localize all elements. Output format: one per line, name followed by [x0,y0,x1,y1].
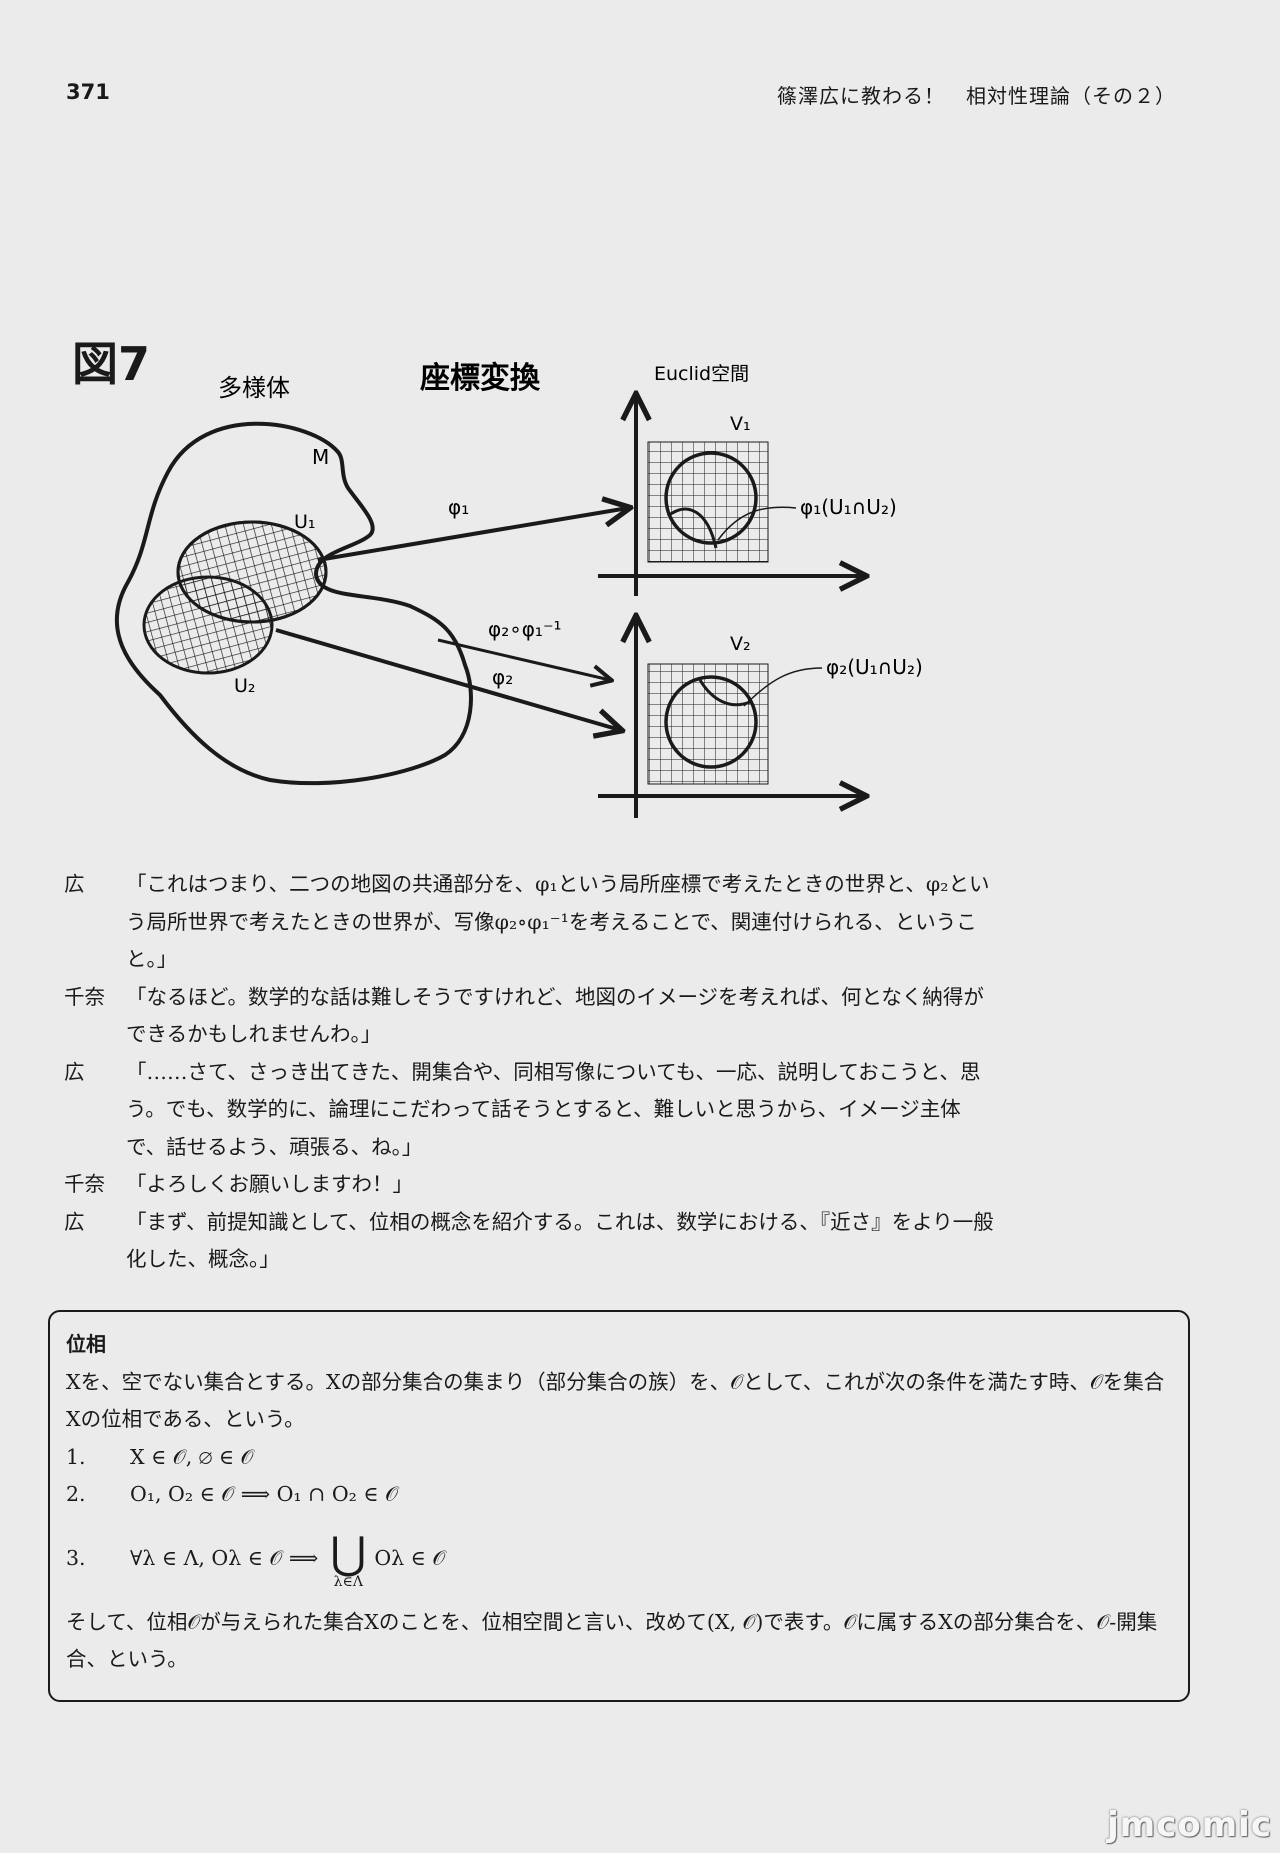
phi2-image-label: φ₂(U₁∩U₂) [826,655,923,679]
manifold-label: 多様体 [218,374,290,402]
union-operator: ⋃ λ∈Λ [330,1527,367,1590]
line-text: 「まず、前提知識として、位相の概念を紹介する。これは、数学における、『近さ』をよ… [126,1209,994,1272]
definition-box: 位相 Xを、空でない集合とする。Xの部分集合の集まり（部分集合の族）を、𝒪として… [48,1310,1190,1702]
dialogue-line: 広 「まず、前提知識として、位相の概念を紹介する。これは、数学における、『近さ』… [64,1204,999,1279]
figure-title: 座標変換 [420,361,541,396]
line-text: 「なるほど。数学的な話は難しそうですけれど、地図のイメージを考えれば、何となく納… [126,984,984,1047]
dialogue-line: 広 「これはつまり、二つの地図の共通部分を、φ₁という局所座標で考えたときの世界… [64,866,999,979]
dialogue-line: 千奈 「よろしくお願いしますわ！」 [64,1166,999,1204]
dialogue-line: 千奈 「なるほど。数学的な話は難しそうですけれど、地図のイメージを考えれば、何と… [64,979,999,1054]
phi1-arrow [317,508,628,562]
u1-label: U₁ [294,511,316,533]
u2-label: U₂ [234,675,256,697]
line-text: 「……さて、さっき出てきた、開集合や、同相写像についても、一応、説明しておこうと… [126,1059,981,1159]
definition-closing: そして、位相𝒪が与えられた集合Xのことを、位相空間と言い、改めて(X, 𝒪)で表… [66,1609,1158,1672]
phi2-label: φ₂ [492,665,513,689]
watermark: jmcomic [1107,1805,1272,1845]
definition-title: 位相 [66,1332,106,1356]
line-text: 「よろしくお願いしますわ！」 [126,1172,413,1196]
condition-formula: X ∈ 𝒪, ∅ ∈ 𝒪 [130,1444,254,1469]
v1-chart-image [664,451,758,545]
euclid-label: Euclid空間 [654,363,749,385]
speaker: 広 [64,1209,85,1234]
condition-formula-left: ∀λ ∈ Λ, Oλ ∈ 𝒪 ⟹ [130,1545,319,1570]
manifold-outline [114,421,473,786]
v2-grid [647,663,769,785]
condition-2: 2. O₁, O₂ ∈ 𝒪 ⟹ O₁ ∩ O₂ ∈ 𝒪 [66,1476,1172,1514]
phi1-label: φ₁ [448,495,469,519]
u2-region [142,575,274,675]
speaker: 千奈 [64,984,105,1009]
phi1-image-label: φ₁(U₁∩U₂) [800,495,897,519]
v2-chart-image [664,675,758,769]
condition-formula: O₁, O₂ ∈ 𝒪 ⟹ O₁ ∩ O₂ ∈ 𝒪 [130,1482,399,1506]
v2-label: V₂ [730,633,751,655]
transition-label: φ₂∘φ₁⁻¹ [488,617,562,641]
m-label: M [312,445,329,469]
phi2-arrow [275,628,620,730]
definition-intro: Xを、空でない集合とする。Xの部分集合の集まり（部分集合の族）を、𝒪として、これ… [66,1369,1165,1432]
speaker: 広 [64,1059,85,1084]
line-text: 「これはつまり、二つの地図の共通部分を、φ₁という局所座標で考えたときの世界と、… [126,872,990,971]
condition-3: 3. ∀λ ∈ Λ, Oλ ∈ 𝒪 ⟹ ⋃ λ∈Λ Oλ ∈ 𝒪 [66,1527,446,1590]
transition-arrow [437,638,610,680]
figure-label: 図7 [72,337,151,391]
speaker: 広 [64,872,85,896]
v1-label: V₁ [730,413,751,435]
dialogue: 広 「これはつまり、二つの地図の共通部分を、φ₁という局所座標で考えたときの世界… [64,866,999,1279]
speaker: 千奈 [64,1172,105,1196]
condition-1: 1. X ∈ 𝒪, ∅ ∈ 𝒪 [66,1439,1172,1477]
dialogue-line: 広 「……さて、さっき出てきた、開集合や、同相写像についても、一応、説明しておこ… [64,1054,999,1167]
running-head: 篠澤広に教わる！ 相対性理論（その２） [777,84,1176,108]
page-number: 371 [66,80,110,104]
condition-formula-right: Oλ ∈ 𝒪 [374,1545,446,1570]
